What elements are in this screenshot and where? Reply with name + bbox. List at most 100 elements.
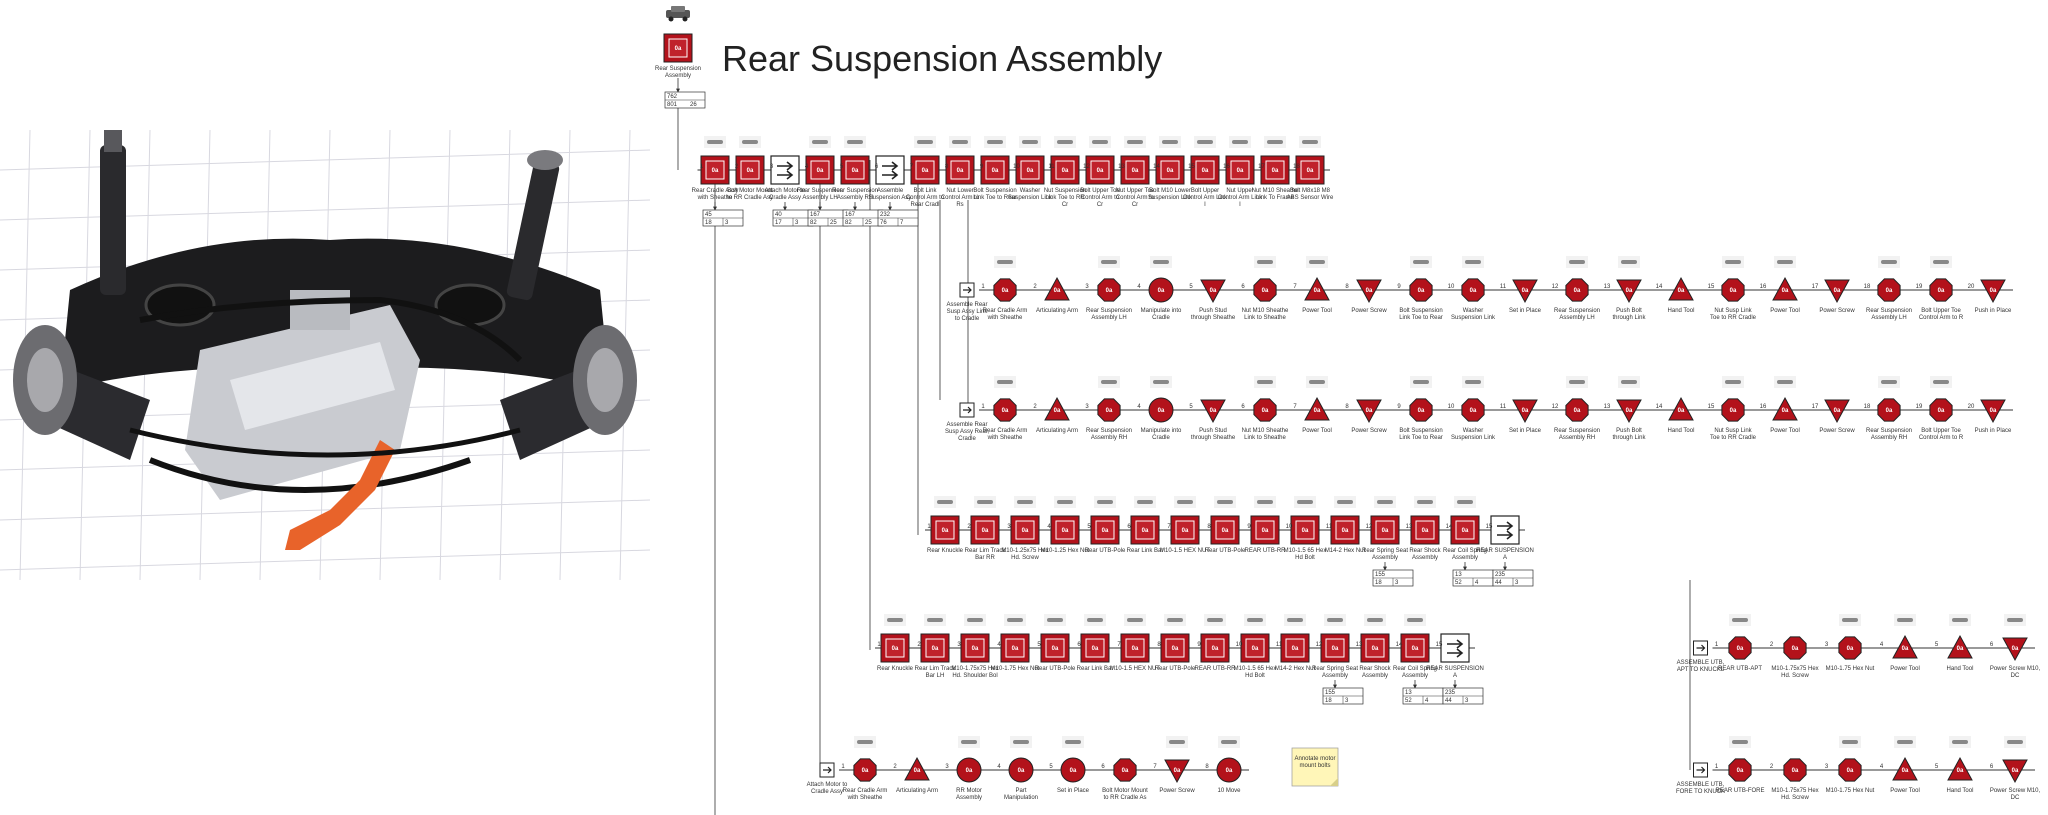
- row5-step-9[interactable]: 0a: [1200, 633, 1230, 663]
- row6-step-1[interactable]: 0a: [853, 758, 877, 782]
- row4-step-11[interactable]: 0a: [1330, 515, 1360, 545]
- row3-step-4[interactable]: 0a: [1148, 397, 1174, 423]
- row3-step-19[interactable]: 0a: [1929, 398, 1953, 422]
- row2-step-7[interactable]: 0a: [1304, 276, 1330, 301]
- row4-step-4[interactable]: 0a: [1050, 515, 1080, 545]
- row6-step-4[interactable]: 0a: [1008, 757, 1034, 783]
- row6-step-7[interactable]: 0a: [1164, 759, 1190, 784]
- row5-step-5[interactable]: 0a: [1040, 633, 1070, 663]
- row6b-step-2[interactable]: 0a: [1783, 758, 1807, 782]
- row3-step-17[interactable]: 0a: [1824, 399, 1850, 424]
- row2-step-20[interactable]: 0a: [1980, 279, 2006, 304]
- row5-step-6[interactable]: 0a: [1080, 633, 1110, 663]
- row2-step-11[interactable]: 0a: [1512, 279, 1538, 304]
- row5b-step-2[interactable]: 0a: [1783, 636, 1807, 660]
- row5-step-3[interactable]: 0a: [960, 633, 990, 663]
- row4-step-14[interactable]: 0a: [1450, 515, 1480, 545]
- row2-step-5[interactable]: 0a: [1200, 279, 1226, 304]
- row1-step-6[interactable]: [875, 155, 905, 185]
- row2-step-3[interactable]: 0a: [1097, 278, 1121, 302]
- row6-step-2[interactable]: 0a: [904, 756, 930, 781]
- row2-step-12[interactable]: 0a: [1565, 278, 1589, 302]
- row1-step-9[interactable]: 0a: [980, 155, 1010, 185]
- row1-step-7[interactable]: 0a: [910, 155, 940, 185]
- row5-step-1[interactable]: 0a: [880, 633, 910, 663]
- row5b-step-4[interactable]: 0a: [1892, 634, 1918, 659]
- row5b-step-5[interactable]: 0a: [1947, 634, 1973, 659]
- row6-step-6[interactable]: 0a: [1113, 758, 1137, 782]
- row3-step-18[interactable]: 0a: [1877, 398, 1901, 422]
- row1-step-13[interactable]: 0a: [1120, 155, 1150, 185]
- row4-step-9[interactable]: 0a: [1250, 515, 1280, 545]
- row6-step-3[interactable]: 0a: [956, 757, 982, 783]
- row5-step-4[interactable]: 0a: [1000, 633, 1030, 663]
- row1-step-18[interactable]: 0a: [1295, 155, 1325, 185]
- row2-step-1[interactable]: 0a: [993, 278, 1017, 302]
- row5-step-2[interactable]: 0a: [920, 633, 950, 663]
- row3-step-7[interactable]: 0a: [1304, 396, 1330, 421]
- row2-step-15[interactable]: 0a: [1721, 278, 1745, 302]
- row3-step-8[interactable]: 0a: [1356, 399, 1382, 424]
- row3-step-20[interactable]: 0a: [1980, 399, 2006, 424]
- row4-step-15[interactable]: [1490, 515, 1520, 545]
- row4-step-2[interactable]: 0a: [970, 515, 1000, 545]
- row5-step-15[interactable]: [1440, 633, 1470, 663]
- row2-step-13[interactable]: 0a: [1616, 279, 1642, 304]
- row1-step-4[interactable]: 0a: [805, 155, 835, 185]
- row3-step-10[interactable]: 0a: [1461, 398, 1485, 422]
- row6b-step-1[interactable]: 0a: [1728, 758, 1752, 782]
- row2-step-18[interactable]: 0a: [1877, 278, 1901, 302]
- row2-start-push[interactable]: [959, 282, 975, 298]
- row3-step-1[interactable]: 0a: [993, 398, 1017, 422]
- row1-step-3[interactable]: [770, 155, 800, 185]
- row4-step-10[interactable]: 0a: [1290, 515, 1320, 545]
- row1-step-14[interactable]: 0a: [1155, 155, 1185, 185]
- row4-step-8[interactable]: 0a: [1210, 515, 1240, 545]
- row2-step-19[interactable]: 0a: [1929, 278, 1953, 302]
- row5-step-10[interactable]: 0a: [1240, 633, 1270, 663]
- row3-step-2[interactable]: 0a: [1044, 396, 1070, 421]
- row6b-step-5[interactable]: 0a: [1947, 756, 1973, 781]
- row2-step-2[interactable]: 0a: [1044, 276, 1070, 301]
- row3-step-15[interactable]: 0a: [1721, 398, 1745, 422]
- row1-step-16[interactable]: 0a: [1225, 155, 1255, 185]
- root-step[interactable]: 0a: [663, 33, 693, 63]
- row5-step-8[interactable]: 0a: [1160, 633, 1190, 663]
- row1-step-15[interactable]: 0a: [1190, 155, 1220, 185]
- row5b-step-1[interactable]: 0a: [1728, 636, 1752, 660]
- row2-step-10[interactable]: 0a: [1461, 278, 1485, 302]
- row6-start-push[interactable]: [819, 762, 835, 778]
- row2-step-9[interactable]: 0a: [1409, 278, 1433, 302]
- row1-step-5[interactable]: 0a: [840, 155, 870, 185]
- row3-step-5[interactable]: 0a: [1200, 399, 1226, 424]
- row5b-start-push[interactable]: [1693, 640, 1708, 656]
- row1-step-10[interactable]: 0a: [1015, 155, 1045, 185]
- row6b-step-4[interactable]: 0a: [1892, 756, 1918, 781]
- row5-step-12[interactable]: 0a: [1320, 633, 1350, 663]
- row5b-step-3[interactable]: 0a: [1838, 636, 1862, 660]
- row6b-start-push[interactable]: [1693, 762, 1708, 778]
- row6b-step-6[interactable]: 0a: [2002, 759, 2028, 784]
- row1-step-8[interactable]: 0a: [945, 155, 975, 185]
- row2-step-8[interactable]: 0a: [1356, 279, 1382, 304]
- row2-step-4[interactable]: 0a: [1148, 277, 1174, 303]
- row1-step-1[interactable]: 0a: [700, 155, 730, 185]
- row3-start-push[interactable]: [959, 402, 975, 418]
- row1-step-12[interactable]: 0a: [1085, 155, 1115, 185]
- row2-step-6[interactable]: 0a: [1253, 278, 1277, 302]
- row6-step-8[interactable]: 0a: [1216, 757, 1242, 783]
- row3-step-13[interactable]: 0a: [1616, 399, 1642, 424]
- row3-step-9[interactable]: 0a: [1409, 398, 1433, 422]
- row2-step-16[interactable]: 0a: [1772, 276, 1798, 301]
- row4-step-12[interactable]: 0a: [1370, 515, 1400, 545]
- row4-step-3[interactable]: 0a: [1010, 515, 1040, 545]
- row5-step-14[interactable]: 0a: [1400, 633, 1430, 663]
- row4-step-13[interactable]: 0a: [1410, 515, 1440, 545]
- row5-step-11[interactable]: 0a: [1280, 633, 1310, 663]
- row3-step-3[interactable]: 0a: [1097, 398, 1121, 422]
- row4-step-7[interactable]: 0a: [1170, 515, 1200, 545]
- row3-step-6[interactable]: 0a: [1253, 398, 1277, 422]
- row3-step-12[interactable]: 0a: [1565, 398, 1589, 422]
- row6b-step-3[interactable]: 0a: [1838, 758, 1862, 782]
- row2-step-14[interactable]: 0a: [1668, 276, 1694, 301]
